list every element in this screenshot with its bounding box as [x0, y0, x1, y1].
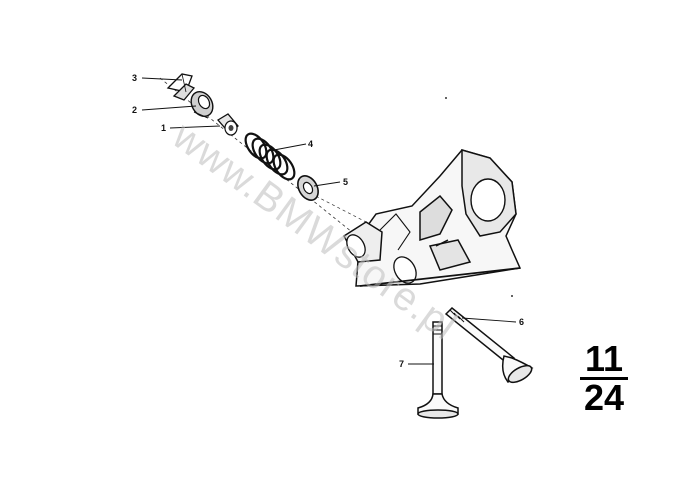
callout-1: 1	[161, 123, 166, 133]
leader-lines	[141, 77, 517, 365]
callout-2: 2	[132, 105, 137, 115]
assembly-axis-line	[159, 77, 353, 233]
spring-seat-washer-part[interactable]	[294, 172, 323, 204]
valve-collets-part[interactable]	[166, 73, 196, 101]
spring-retainer-part[interactable]	[187, 88, 217, 121]
callout-7: 7	[399, 359, 404, 369]
stray-dot	[445, 97, 447, 99]
valve-stem-seal-part[interactable]	[217, 113, 239, 136]
group-number-main: 11	[584, 338, 624, 379]
cylinder-head-section	[343, 149, 522, 287]
valve-spring-part[interactable]	[241, 130, 298, 183]
callout-6: 6	[519, 317, 524, 327]
callout-5: 5	[343, 177, 348, 187]
stray-dot	[511, 295, 513, 297]
group-number-sub: 24	[583, 377, 625, 418]
callout-3: 3	[132, 73, 137, 83]
callout-4: 4	[308, 139, 313, 149]
exhaust-valve-part[interactable]	[444, 306, 534, 386]
intake-valve-part[interactable]	[417, 321, 459, 419]
group-number-divider	[580, 377, 628, 380]
